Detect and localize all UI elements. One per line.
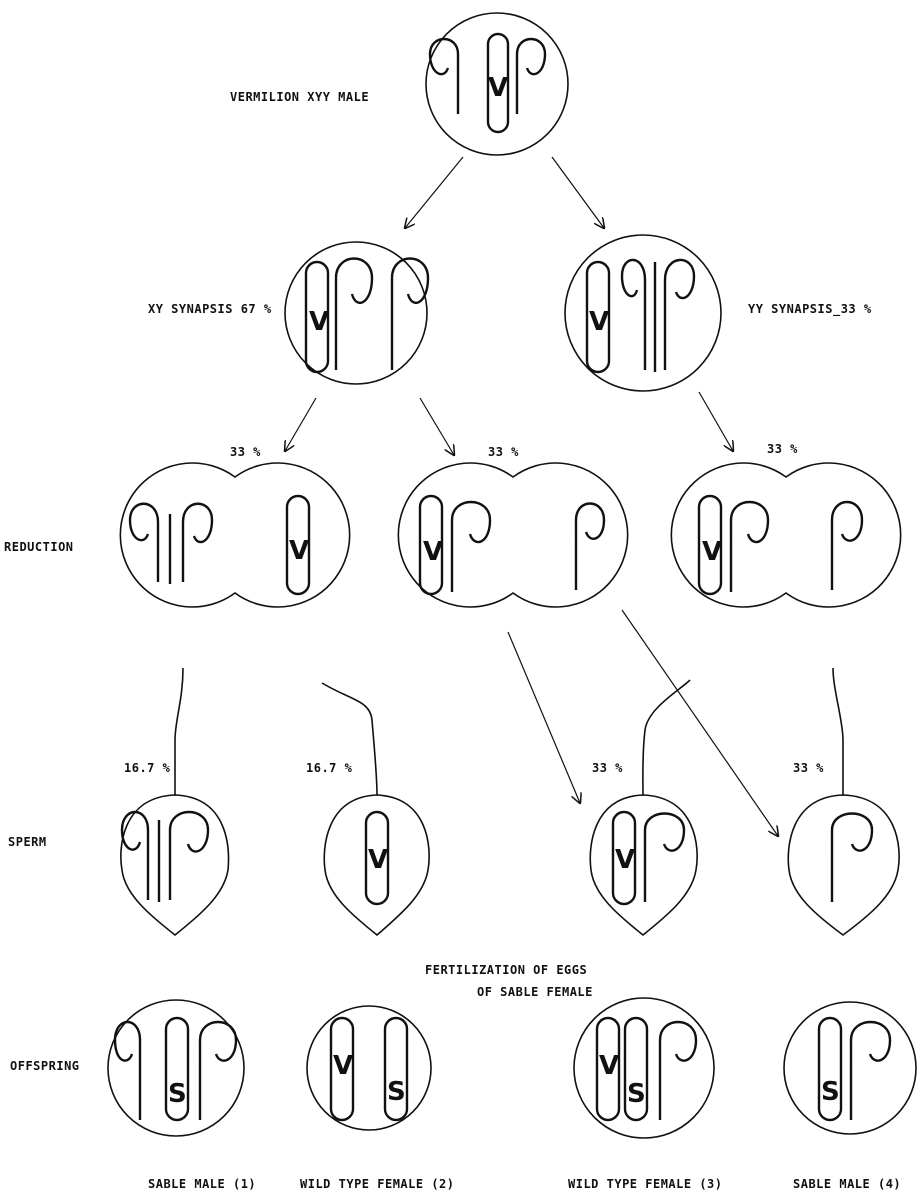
reduction-cell-left: V (119, 462, 351, 608)
fertilization-label-line1: FERTILIZATION OF EGGS (425, 963, 587, 977)
sable-gene: S (821, 1077, 840, 1107)
reduction-middle-percent: 33 % (488, 445, 519, 459)
sperm-2-percent: 16.7 % (306, 761, 353, 775)
offspring-4: S (783, 1001, 917, 1135)
fertilization-label-line2: OF SABLE FEMALE (477, 985, 593, 999)
reduction-cell-right: V (670, 462, 902, 608)
xy-synapsis-label: XY SYNAPSIS 67 % (148, 302, 272, 316)
sperm-label: SPERM (8, 835, 47, 849)
arrow (507, 631, 580, 803)
yy-synapsis-cell: V (564, 234, 722, 392)
offspring-2: V S (306, 1005, 432, 1131)
xy-synapsis-cell: V (284, 241, 430, 385)
vermilion-gene: V (589, 307, 609, 337)
y-chromosome (515, 37, 547, 114)
sperm-2: V (321, 682, 430, 937)
arrow (698, 391, 733, 451)
arrow (551, 156, 604, 228)
parent-label: VERMILION XYY MALE (230, 90, 369, 104)
vermilion-gene: V (368, 845, 388, 875)
vermilion-gene: V (599, 1051, 619, 1081)
offspring-3-name: WILD TYPE FEMALE (3) (568, 1177, 723, 1191)
vermilion-gene: V (333, 1051, 353, 1081)
arrow (405, 156, 464, 228)
sable-gene: S (168, 1079, 187, 1109)
offspring-1-name: SABLE MALE (1) (148, 1177, 256, 1191)
arrow (285, 397, 317, 451)
yy-synapsis-label: YY SYNAPSIS_33 % (748, 302, 872, 317)
vermilion-gene: V (488, 73, 508, 103)
sperm-4-percent: 33 % (793, 761, 824, 775)
y-chromosome (428, 37, 460, 114)
vermilion-gene: V (289, 536, 309, 566)
offspring-1: S (107, 999, 245, 1137)
vermilion-gene: V (702, 537, 722, 567)
vermilion-gene: V (309, 307, 329, 337)
offspring-2-name: WILD TYPE FEMALE (2) (300, 1177, 455, 1191)
reduction-cell-middle: V (397, 462, 629, 608)
sperm-4 (787, 667, 900, 936)
reduction-left-percent: 33 % (230, 445, 261, 459)
parent-cell: V (425, 12, 569, 156)
sperm-1-percent: 16.7 % (124, 761, 171, 775)
sperm-3: V (589, 679, 698, 937)
arrow (621, 609, 778, 836)
offspring-3: V S (573, 997, 715, 1139)
vermilion-gene: V (615, 845, 635, 875)
offspring-4-name: SABLE MALE (4) (793, 1177, 901, 1191)
sperm-1 (120, 667, 230, 937)
offspring-label: OFFSPRING (10, 1059, 80, 1073)
reduction-right-percent: 33 % (767, 442, 798, 456)
x-chromosome (486, 32, 510, 134)
sperm-3-percent: 33 % (592, 761, 623, 775)
vermilion-gene: V (423, 537, 443, 567)
arrow (419, 397, 454, 455)
sable-gene: S (387, 1077, 406, 1107)
reduction-label: REDUCTION (4, 540, 74, 554)
sable-gene: S (627, 1079, 646, 1109)
